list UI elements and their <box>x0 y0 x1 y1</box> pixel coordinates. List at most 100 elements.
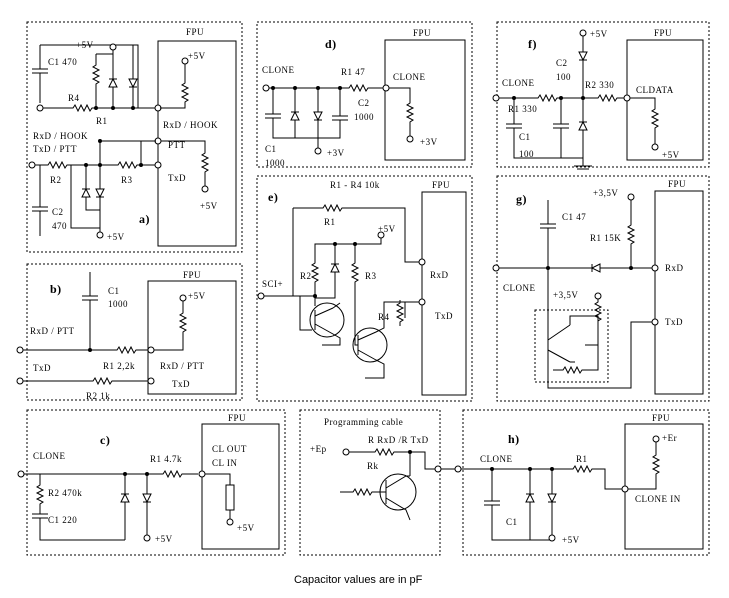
label-r4: R4 <box>68 93 80 103</box>
label-c1: C1 47 <box>562 212 586 222</box>
label-r2: R2 470k <box>48 488 82 498</box>
label-clone: CLONE <box>503 283 536 293</box>
fpu-label: FPU <box>183 270 201 280</box>
panel-e: FPU e) R1 - R4 10k R1 +5V R2 R3 SCI+ R4 … <box>256 175 473 402</box>
label-c2-value: 470 <box>52 221 67 231</box>
label-clout: CL OUT <box>212 444 247 454</box>
label-rk: Rk <box>367 461 379 471</box>
label-c2: C2 <box>358 98 370 108</box>
label-clone: CLONE <box>502 78 535 88</box>
label-5v-1: +5V <box>590 29 608 39</box>
label-clin: CL IN <box>212 458 237 468</box>
label-clone: CLONE <box>480 454 513 464</box>
label-clone: CLONE <box>33 451 66 461</box>
panel-letter: e) <box>268 190 278 204</box>
label-clone-left: CLONE <box>262 65 295 75</box>
label-rxd: RxD <box>430 270 449 280</box>
label-5v-1: +5V <box>76 40 94 50</box>
label-c2-value: 1000 <box>354 112 374 122</box>
label-er: +Er <box>662 433 677 443</box>
label-txd-right: TxD <box>172 379 190 389</box>
label-3v-2: +3V <box>420 137 438 147</box>
label-5v-1: +5V <box>155 534 173 544</box>
label-ptt: PTT <box>168 140 186 150</box>
label-c1: C1 <box>265 144 277 154</box>
label-sci: SCI+ <box>262 279 283 289</box>
label-5v: +5V <box>562 535 580 545</box>
fpu-label: FPU <box>413 28 431 38</box>
label-r4: R4 <box>378 312 390 322</box>
label-r3: R3 <box>121 175 133 185</box>
label-c2: C2 <box>556 58 568 68</box>
label-5v: +5V <box>188 291 206 301</box>
label-c1: C1 <box>108 286 120 296</box>
label-r1: R1 2,2k <box>103 361 135 371</box>
label-3v-1: +3V <box>327 148 345 158</box>
label-5v-2: +5V <box>662 150 680 160</box>
panel-letter: b) <box>50 282 62 296</box>
label-r2: R2 <box>300 271 312 281</box>
label-c2: C2 <box>52 207 64 217</box>
label-r1: R1 4.7k <box>150 454 182 464</box>
label-prog: Programming cable <box>324 417 403 427</box>
label-3v5-1: +3,5V <box>593 188 618 198</box>
label-5v-2: +5V <box>237 523 255 533</box>
label-r1: R1 330 <box>508 104 537 114</box>
label-c1: C1 <box>506 517 518 527</box>
label-r3: R3 <box>365 271 377 281</box>
panel-a: FPU a) C1 470 R4 R1 +5V +5V RxD / HOOK R… <box>26 21 243 253</box>
panel-letter: g) <box>516 192 527 206</box>
caption: Capacitor values are in pF <box>294 574 423 586</box>
label-c1-value: 1000 <box>265 158 285 168</box>
label-5v-2: +5V <box>188 51 206 61</box>
panel-letter: d) <box>325 37 337 51</box>
panel-letter: h) <box>508 432 520 446</box>
label-txd-ptt: TxD / PTT <box>33 144 77 154</box>
fpu-label: FPU <box>652 413 670 423</box>
panel-letter: f) <box>528 37 537 51</box>
fpu-label: FPU <box>654 28 672 38</box>
fpu-label: FPU <box>228 413 246 423</box>
label-r2: R2 330 <box>585 80 614 90</box>
panel-c: FPU c) CLONE R1 4.7k CL OUT CL IN +5V R2… <box>17 409 286 556</box>
label-txd: TxD <box>435 311 453 321</box>
label-txd-left: TxD <box>33 363 51 373</box>
panel-d: FPU d) CLONE R1 47 CLONE +3V C1 1000 +3V… <box>256 21 473 168</box>
label-cldata: CLDATA <box>636 85 674 95</box>
fpu-label: FPU <box>668 179 686 189</box>
label-c1-value: 1000 <box>108 299 128 309</box>
panel-b: FPU b) C1 1000 +5V RxD / PTT R1 2,2k RxD… <box>16 263 243 401</box>
label-rxd-hook-left: RxD / HOOK <box>33 131 88 141</box>
label-rxd-ptt-right: RxD / PTT <box>160 361 205 371</box>
label-c1: C1 <box>519 132 531 142</box>
label-r1: R1 47 <box>341 67 365 77</box>
panel-g: FPU g) C1 47 +3,5V R1 15K RxD CLONE +3,5… <box>492 175 710 402</box>
label-5v: +5V <box>378 224 396 234</box>
label-rxd-ptt-left: RxD / PTT <box>30 326 75 336</box>
label-r2: R2 1k <box>86 391 110 401</box>
label-c2-value: 100 <box>556 72 571 82</box>
panel-h: FPU h) Programming cable +Ep R RxD /R Tx… <box>299 409 710 556</box>
label-txd: TxD <box>665 317 683 327</box>
label-clonein: CLONE IN <box>635 494 681 504</box>
label-r1: R1 <box>96 116 108 126</box>
label-c1: C1 470 <box>48 57 77 67</box>
label-r1: R1 <box>576 454 588 464</box>
label-clone-right: CLONE <box>393 72 426 82</box>
label-5v-4: +5V <box>107 232 125 242</box>
label-txd: TxD <box>168 173 186 183</box>
panel-f: FPU f) +5V C2 100 R2 330 CLONE R1 330 CL… <box>492 21 710 170</box>
label-r2: R2 <box>50 175 62 185</box>
label-r1: R1 <box>324 217 336 227</box>
label-5v-3: +5V <box>200 201 218 211</box>
label-c1-value: 100 <box>519 149 534 159</box>
label-3v5-2: +3,5V <box>553 290 578 300</box>
label-c1: C1 220 <box>48 515 77 525</box>
fpu-label: FPU <box>432 180 450 190</box>
fpu-label: FPU <box>186 27 204 37</box>
label-ep: +Ep <box>310 444 327 454</box>
panel-letter: a) <box>139 212 150 226</box>
label-r1: R1 15K <box>590 233 621 243</box>
label-rxd-hook-right: RxD / HOOK <box>163 120 218 130</box>
